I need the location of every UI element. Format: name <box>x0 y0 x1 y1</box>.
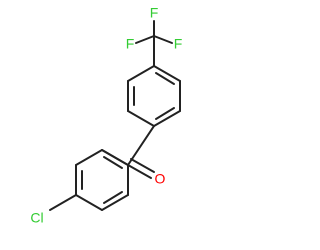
oxygen-label: O <box>155 171 166 187</box>
bond-upper-ring-carbonyl <box>127 125 155 166</box>
upper-ring-bond-6 <box>127 65 155 82</box>
lower-ring-bond-4 <box>101 194 129 211</box>
fluorine-right-label: F <box>174 36 183 52</box>
upper-ring-bond-1 <box>153 65 181 82</box>
carbonyl-bond-line-1 <box>127 164 152 179</box>
fluorine-left-label: F <box>126 36 135 52</box>
chlorine-label: Cl <box>30 210 43 226</box>
upper-ring-bond-3 <box>153 110 181 127</box>
bond-c-f-right <box>153 35 173 44</box>
bond-c-f-left <box>135 35 155 44</box>
lower-ring-bond-3 <box>75 194 103 211</box>
carbonyl-bond-line-2 <box>130 158 155 173</box>
chemical-structure: F F F O Cl <box>30 5 183 226</box>
lower-ring-double-3 <box>103 156 123 169</box>
structure-canvas: F F F O Cl <box>30 4 183 226</box>
lower-ring-bond-1 <box>75 149 103 166</box>
lower-ring-double-2 <box>103 191 123 204</box>
fluorine-top-label: F <box>150 5 159 21</box>
lower-ring-bond-6 <box>101 149 129 166</box>
upper-ring-double-2 <box>155 107 175 120</box>
upper-ring-double-1 <box>155 72 175 85</box>
bond-c-cl <box>49 194 77 211</box>
upper-ring-bond-4 <box>127 110 155 127</box>
